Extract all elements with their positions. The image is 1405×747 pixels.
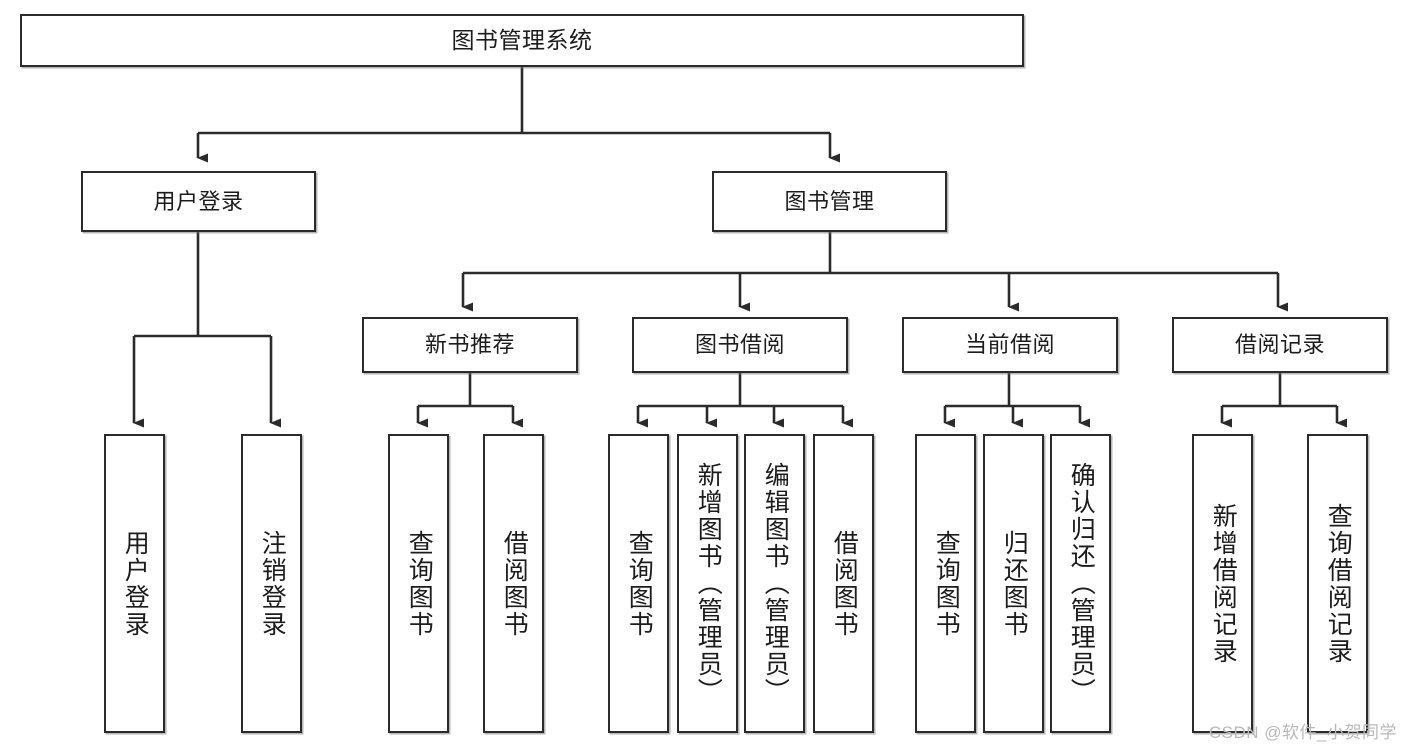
node-label: 查询借阅记录 <box>1324 502 1353 665</box>
node-label: 编辑图书（管理员） <box>761 462 790 705</box>
leaf-query-book-recommend[interactable]: 查询图书 <box>388 434 449 733</box>
leaf-query-borrow-record[interactable]: 查询借阅记录 <box>1307 434 1368 733</box>
node-book-management[interactable]: 图书管理 <box>712 171 947 232</box>
node-label: 注销登录 <box>258 529 287 638</box>
leaf-confirm-return-admin[interactable]: 确认归还（管理员） <box>1050 434 1111 733</box>
leaf-edit-book-admin[interactable]: 编辑图书（管理员） <box>744 434 805 733</box>
leaf-logout-login[interactable]: 注销登录 <box>241 434 302 733</box>
node-label: 查询图书 <box>625 529 654 638</box>
leaf-add-book-admin[interactable]: 新增图书（管理员） <box>677 434 738 733</box>
leaf-query-book-borrow[interactable]: 查询图书 <box>608 434 669 733</box>
node-new-book-recommend[interactable]: 新书推荐 <box>362 317 578 373</box>
node-label: 借阅图书 <box>500 529 529 638</box>
node-label: 借阅记录 <box>1234 332 1325 358</box>
node-label: 新增图书（管理员） <box>694 462 723 705</box>
node-label: 查询图书 <box>405 529 434 638</box>
node-label: 当前借阅 <box>964 332 1055 358</box>
leaf-borrow-book[interactable]: 借阅图书 <box>813 434 874 733</box>
node-label: 借阅图书 <box>830 529 859 638</box>
node-label: 新增借阅记录 <box>1209 502 1238 665</box>
node-label: 查询图书 <box>932 529 961 638</box>
node-root-book-management-system[interactable]: 图书管理系统 <box>20 14 1024 67</box>
watermark-csdn: CSDN @软件_小贺同学 <box>1208 723 1397 742</box>
node-label: 确认归还（管理员） <box>1067 462 1096 705</box>
leaf-borrow-book-recommend[interactable]: 借阅图书 <box>483 434 544 733</box>
node-current-borrow[interactable]: 当前借阅 <box>902 317 1118 373</box>
node-borrow-records[interactable]: 借阅记录 <box>1172 317 1388 373</box>
node-label: 图书管理系统 <box>451 26 593 53</box>
node-label: 图书借阅 <box>694 332 785 358</box>
leaf-return-book[interactable]: 归还图书 <box>983 434 1044 733</box>
leaf-add-borrow-record[interactable]: 新增借阅记录 <box>1192 434 1253 733</box>
node-book-borrow[interactable]: 图书借阅 <box>632 317 848 373</box>
node-label: 用户登录 <box>121 529 150 638</box>
leaf-query-book-current[interactable]: 查询图书 <box>915 434 976 733</box>
leaf-user-login[interactable]: 用户登录 <box>104 434 165 733</box>
node-user-login[interactable]: 用户登录 <box>81 171 316 232</box>
node-label: 图书管理 <box>784 188 875 214</box>
node-label: 归还图书 <box>1000 529 1029 638</box>
node-label: 用户登录 <box>153 188 244 214</box>
node-label: 新书推荐 <box>424 332 515 358</box>
